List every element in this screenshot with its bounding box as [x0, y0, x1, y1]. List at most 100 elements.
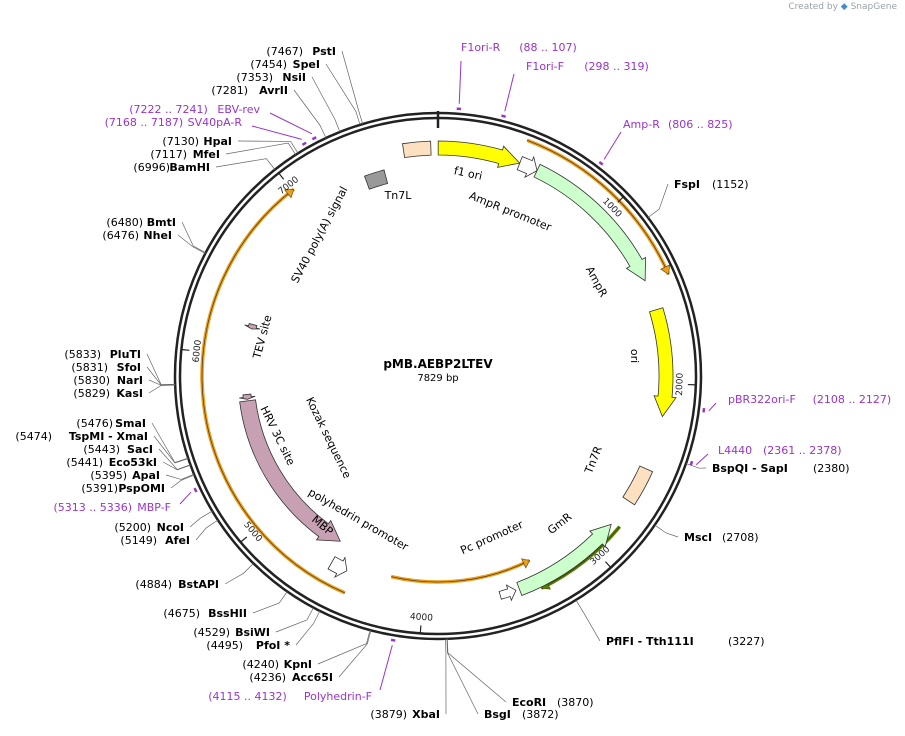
site-msci[interactable]: MscI(2708) — [684, 531, 759, 544]
feature-f1-ori[interactable] — [437, 140, 521, 168]
site-hpai[interactable]: HpaI(7130) — [162, 135, 232, 148]
site-leader — [215, 158, 276, 170]
site-bspqi-sapi[interactable]: BspQI - SapI(2380) — [712, 462, 850, 475]
feature-gmr[interactable] — [516, 523, 612, 597]
credit-line: Created by ◆ SnapGene — [788, 2, 897, 12]
primer-leader — [269, 112, 313, 135]
site-position: (7281) — [211, 84, 248, 97]
feature-sv40-poly-a-signal[interactable] — [363, 169, 389, 190]
feature-mbp[interactable] — [239, 399, 341, 542]
site-leader — [153, 435, 189, 464]
site-psti[interactable]: PstI(7467) — [266, 45, 336, 58]
site-name: KasI — [116, 387, 143, 400]
site-leader — [317, 629, 371, 665]
primer-polyhedrin-f[interactable]: Polyhedrin-F(4115 .. 4132) — [208, 638, 396, 703]
site-acc65i[interactable]: Acc65I(4236) — [249, 671, 333, 684]
site-position: (6480) — [106, 216, 143, 229]
site-leader — [338, 630, 372, 678]
feature-hrv-3c-site[interactable] — [239, 393, 256, 400]
site-ncoi[interactable]: NcoI(5200) — [114, 521, 184, 534]
site-kasi[interactable]: KasI(5829) — [73, 387, 143, 400]
site-spei[interactable]: SpeI(7454) — [250, 58, 320, 71]
site-saci[interactable]: SacI(5443) — [83, 443, 153, 456]
feature-ampr-promoter[interactable] — [516, 155, 538, 179]
site-bsgi[interactable]: BsgI(3872) — [484, 708, 559, 721]
direction-arc-core — [201, 188, 346, 594]
site-leader — [177, 234, 206, 254]
site-fspi[interactable]: FspI(1152) — [674, 178, 749, 191]
feature-tev-site[interactable] — [244, 322, 261, 330]
site-name: KpnI — [284, 658, 312, 671]
feature-tn7l[interactable] — [402, 140, 432, 158]
site-eco53ki[interactable]: Eco53kI(5441) — [66, 456, 157, 469]
feature-pc-promoter[interactable] — [498, 584, 517, 602]
feature-ori[interactable] — [648, 307, 677, 418]
primer-ebv-rev[interactable]: EBV-rev(7222 .. 7241) — [129, 103, 317, 141]
site-afei[interactable]: AfeI(5149) — [120, 534, 190, 547]
feature-ampr[interactable] — [533, 163, 646, 282]
feature-polyhedrin-promoter[interactable] — [327, 556, 348, 579]
site-xbai[interactable]: XbaI(3879) — [370, 708, 440, 721]
primer-pbr322ori-f[interactable]: pBR322ori-F(2108 .. 2127) — [702, 393, 892, 413]
site-apai[interactable]: ApaI (5395) — [90, 469, 160, 482]
site-name: SfoI — [117, 361, 141, 374]
site-leader — [447, 638, 507, 703]
snapgene-logo-icon: ◆ — [840, 2, 848, 12]
primer-amp-r[interactable]: Amp-R(806 .. 825) — [598, 118, 733, 166]
site-leader — [146, 366, 176, 386]
site-pflfi-tth111i[interactable]: PflFI - Tth111I(3227) — [606, 635, 765, 648]
site-nari[interactable]: NarI(5830) — [73, 374, 143, 387]
primer-sv40pa-r[interactable]: SV40pA-R(7168 .. 7187) — [105, 116, 307, 146]
site-position: (4236) — [249, 671, 286, 684]
primer-binding-mark — [390, 638, 396, 642]
site-pspomi[interactable]: PspOMI(5391) — [81, 482, 165, 495]
site-leader — [170, 474, 195, 489]
feature-tn7r[interactable] — [622, 465, 654, 506]
site-avrii[interactable]: AvrII (7281) — [211, 84, 288, 97]
primer-f1ori-f[interactable]: F1ori-F(298 .. 319) — [501, 60, 649, 118]
site-leader — [295, 610, 321, 646]
site-bstapi[interactable]: BstAPI(4884) — [135, 578, 219, 591]
site-name: ApaI — [132, 469, 160, 482]
site-ecori[interactable]: EcoRI(3870) — [512, 696, 594, 709]
primer-binding-mark — [311, 136, 317, 141]
site-position: (4884) — [135, 578, 172, 591]
primer-binding-mark — [193, 487, 198, 493]
direction-arc-core — [526, 139, 669, 275]
site-bsshii[interactable]: BssHII(4675) — [163, 607, 247, 620]
site-nhei[interactable]: NheI(6476) — [102, 229, 172, 242]
site-position: (5395) — [90, 469, 127, 482]
plasmid-size: 7829 bp — [417, 373, 458, 384]
site-pfoi[interactable]: PfoI *(4495) — [206, 639, 290, 652]
tick-mark — [181, 348, 190, 351]
site-sfoi[interactable]: SfoI(5831) — [71, 361, 141, 374]
site-nsii[interactable]: NsiI(7353) — [236, 71, 306, 84]
site-smai[interactable]: SmaI(5476) — [76, 417, 146, 430]
primer-f1ori-r[interactable]: F1ori-R(88 .. 107) — [456, 41, 577, 111]
site-pluti[interactable]: PluTI(5833) — [64, 348, 141, 361]
site-leader-lines — [146, 50, 707, 715]
site-tspmi-xmai[interactable]: TspMI - XmaI(5474) — [15, 430, 148, 443]
primer-binding-mark — [689, 460, 694, 466]
site-name: HpaI — [203, 135, 232, 148]
plasmid-name: pMB.AEBP2LTEV — [383, 357, 493, 371]
site-bsiwi[interactable]: BsiWI(4529) — [193, 626, 270, 639]
primer-name: pBR322ori-F — [728, 393, 796, 406]
site-name: BsgI — [484, 708, 511, 721]
site-leader — [181, 221, 206, 253]
restriction-sites: PstI(7467)SpeI(7454)NsiI(7353)AvrII (7281… — [15, 45, 849, 721]
primer-range: (298 .. 319) — [584, 60, 649, 73]
site-mfei[interactable]: MfeI(7117) — [150, 148, 220, 161]
site-name: NheI — [143, 229, 172, 242]
primer-l4440[interactable]: L4440(2361 .. 2378) — [689, 444, 842, 466]
site-bmti[interactable]: BmtI(6480) — [106, 216, 176, 229]
site-position: (4495) — [206, 639, 243, 652]
site-kpni[interactable]: KpnI(4240) — [242, 658, 312, 671]
primer-mbp-f[interactable]: MBP-F(5313 .. 5336) — [53, 487, 198, 514]
site-name: AvrII — [259, 84, 288, 97]
site-name: TspMI - XmaI — [69, 430, 148, 443]
primer-binding-mark — [501, 114, 506, 118]
primer-leader — [458, 60, 462, 104]
site-position: (5833) — [64, 348, 101, 361]
site-bamhi[interactable]: BamHI(6996) — [133, 161, 210, 174]
